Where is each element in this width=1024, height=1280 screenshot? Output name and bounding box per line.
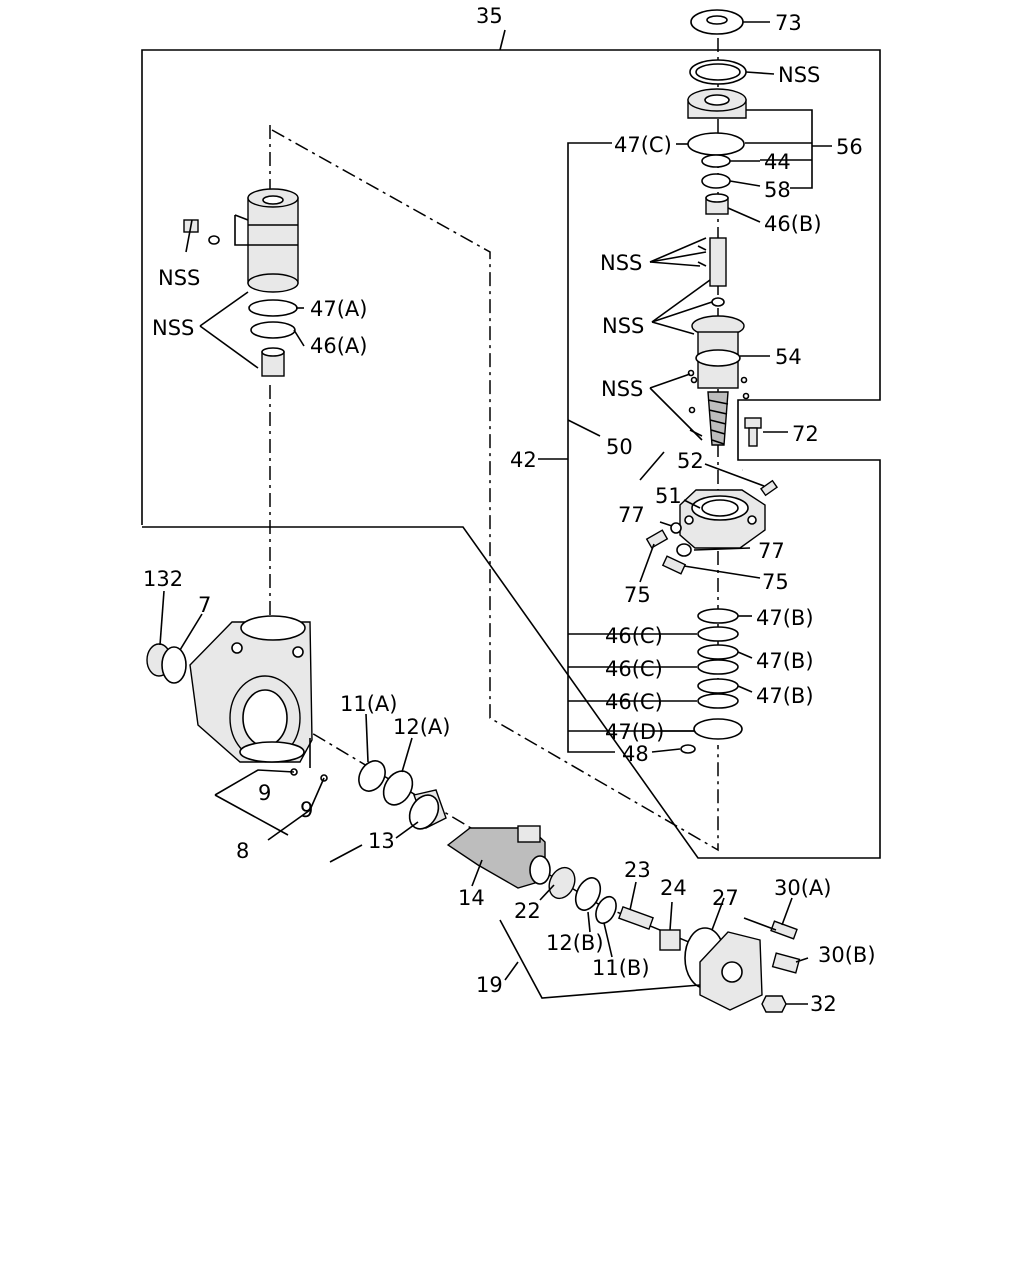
label-46b: 46(B): [764, 212, 822, 236]
label-46c-2: 46(C): [605, 657, 663, 681]
label-13: 13: [368, 829, 395, 853]
label-47d: 47(D): [605, 720, 664, 744]
parts-valve-stack: [645, 9, 779, 754]
label-23: 23: [624, 858, 651, 882]
label-nss-left-1: NSS: [158, 266, 200, 290]
label-47a: 47(A): [310, 297, 367, 321]
label-48: 48: [622, 742, 649, 766]
label-46c-3: 46(C): [605, 690, 663, 714]
label-22: 22: [514, 899, 541, 923]
label-11a: 11(A): [340, 692, 397, 716]
label-44: 44: [764, 150, 791, 174]
parts-main-housing: [146, 615, 801, 1013]
label-47b-1: 47(B): [756, 606, 814, 630]
label-9a: 9: [258, 781, 271, 805]
label-9b: 9: [300, 798, 313, 822]
assembly-boundary-lines: [141, 29, 881, 859]
label-50: 50: [606, 435, 633, 459]
label-27: 27: [712, 886, 739, 910]
label-42: 42: [510, 448, 537, 472]
label-51: 51: [655, 484, 682, 508]
label-32: 32: [810, 992, 837, 1016]
label-nss-a: NSS: [600, 251, 642, 275]
label-58: 58: [764, 178, 791, 202]
label-24: 24: [660, 876, 687, 900]
label-77b: 77: [758, 539, 785, 563]
label-nss-c: NSS: [601, 377, 643, 401]
label-47b-3: 47(B): [756, 684, 814, 708]
label-54: 54: [775, 345, 802, 369]
label-7: 7: [198, 593, 211, 617]
label-72: 72: [792, 422, 819, 446]
label-56: 56: [836, 135, 863, 159]
parts-upper-left: [183, 188, 299, 377]
label-46c-1: 46(C): [605, 624, 663, 648]
label-nss-b: NSS: [602, 314, 644, 338]
label-30a: 30(A): [774, 876, 831, 900]
label-46a: 46(A): [310, 334, 367, 358]
label-47b-2: 47(B): [756, 649, 814, 673]
label-73: 73: [775, 11, 802, 35]
part-labels: 35 73 NSS 56 47(C) 44 58 46(B) NSS NSS 5…: [143, 4, 876, 1016]
label-30b: 30(B): [818, 943, 876, 967]
label-19: 19: [476, 973, 503, 997]
label-nss-left-2: NSS: [152, 316, 194, 340]
label-47c: 47(C): [614, 133, 672, 157]
label-8: 8: [236, 839, 249, 863]
label-nss-top: NSS: [778, 63, 820, 87]
label-52: 52: [677, 449, 704, 473]
leader-lines: [159, 21, 809, 1005]
label-77a: 77: [618, 503, 645, 527]
label-35: 35: [476, 4, 503, 28]
label-14: 14: [458, 886, 485, 910]
label-12b: 12(B): [546, 931, 604, 955]
label-12a: 12(A): [393, 715, 450, 739]
label-75b: 75: [762, 570, 789, 594]
label-11b: 11(B): [592, 956, 650, 980]
label-75a: 75: [624, 583, 651, 607]
label-132: 132: [143, 567, 183, 591]
